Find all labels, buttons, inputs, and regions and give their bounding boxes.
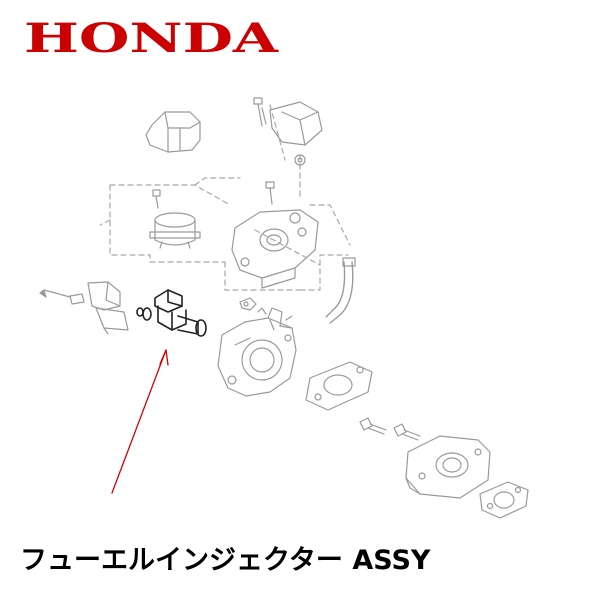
intake-manifold <box>231 209 319 289</box>
connector-icon <box>39 281 129 335</box>
pointer-arrow <box>111 349 169 494</box>
bolt-icon <box>393 423 421 441</box>
bolt-icon <box>265 181 275 205</box>
throttle-body-icon <box>217 307 297 397</box>
fuel-hose <box>325 257 356 324</box>
parts-diagram <box>39 97 529 519</box>
fuel-injector-icon <box>136 289 207 337</box>
part-name-caption: フューエルインジェクター ASSY <box>20 545 431 576</box>
gasket-icon <box>305 361 373 411</box>
bolt-icon <box>359 417 387 435</box>
map-sensor <box>253 97 323 166</box>
assembly-guide-lines <box>99 104 351 291</box>
insulator-block <box>405 435 491 499</box>
gasket-icon <box>479 481 529 519</box>
honda-logo-text: HONDA <box>24 15 279 60</box>
sensor-cap <box>145 111 201 153</box>
bolt-icon <box>152 189 161 209</box>
regulator-cup <box>149 212 201 249</box>
harness-connector <box>239 297 267 315</box>
honda-logo: HONDA <box>24 15 279 60</box>
